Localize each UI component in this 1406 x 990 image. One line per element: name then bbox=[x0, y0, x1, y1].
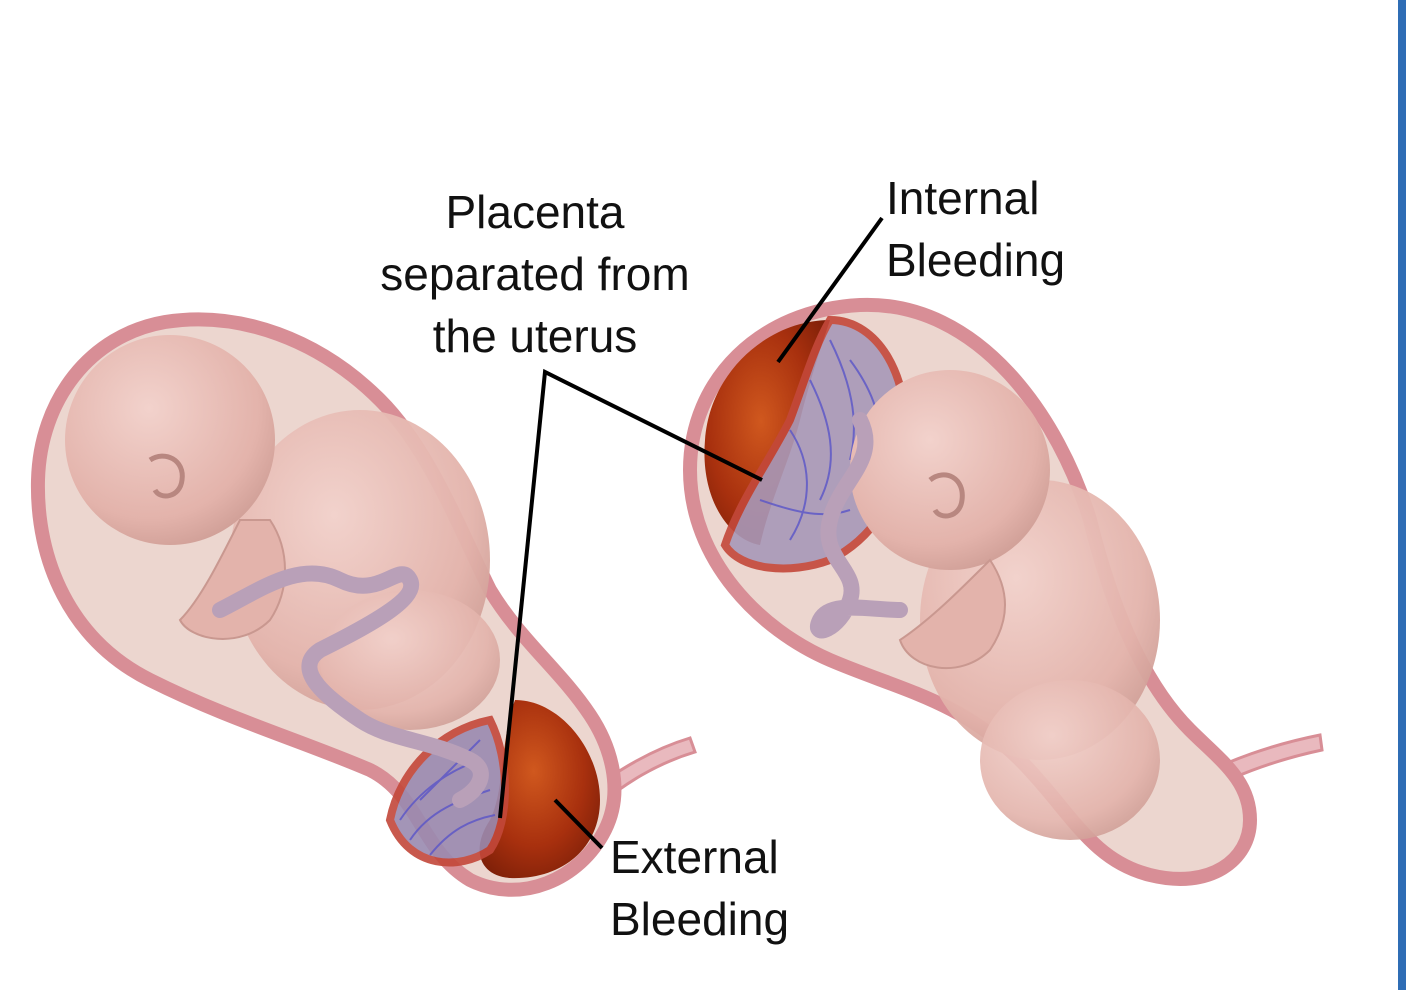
leader-lines bbox=[498, 216, 884, 850]
external-leader-line bbox=[553, 798, 604, 850]
right-fetus-arm bbox=[898, 558, 1006, 670]
left-fetus-arm bbox=[178, 519, 286, 640]
external-label-line2: Bleeding bbox=[610, 893, 790, 945]
left-fetus-head bbox=[65, 335, 275, 545]
external-bleeding-label: External Bleeding bbox=[610, 826, 789, 950]
internal-label-line1: Internal bbox=[886, 172, 1040, 224]
external-label-line1: External bbox=[610, 831, 779, 883]
internal-bleeding-label: Internal Bleeding bbox=[886, 167, 1065, 291]
placenta-label-line3: the uterus bbox=[432, 310, 638, 362]
right-umbilical-cord bbox=[810, 412, 908, 639]
right-uterus bbox=[682, 297, 1324, 886]
internal-label-line2: Bleeding bbox=[886, 234, 1066, 286]
placenta-separated-label: Placenta separated from the uterus bbox=[345, 181, 725, 367]
internal-leader-line bbox=[776, 216, 884, 364]
right-fetus-head bbox=[850, 370, 1050, 570]
right-fetus-legs bbox=[980, 680, 1160, 840]
placenta-label-line2: separated from bbox=[380, 248, 690, 300]
placenta-leader-line bbox=[498, 368, 763, 819]
right-fetus-ear bbox=[928, 472, 965, 519]
right-border-bar bbox=[1398, 0, 1406, 990]
left-uterus bbox=[30, 312, 697, 897]
left-external-blood bbox=[479, 700, 600, 879]
placenta-label-line1: Placenta bbox=[445, 186, 625, 238]
right-internal-blood bbox=[704, 320, 830, 545]
left-fetus-ear bbox=[148, 453, 185, 499]
left-umbilical-cord bbox=[212, 565, 489, 808]
